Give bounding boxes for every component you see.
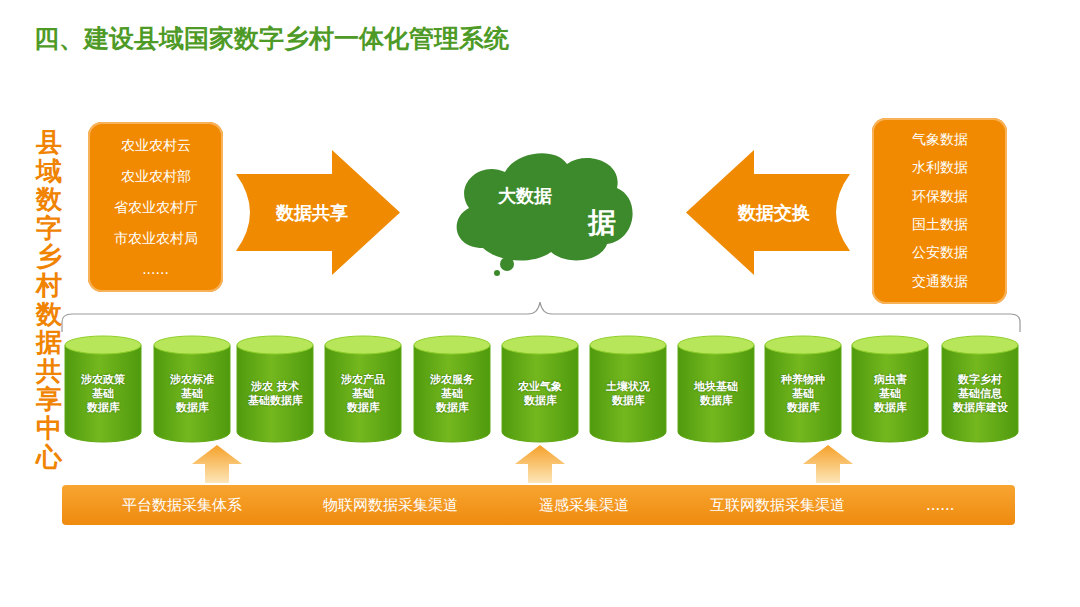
cylinder-top [414, 336, 490, 354]
cylinder-body [154, 345, 230, 442]
cylinder-body [678, 345, 754, 442]
database-name: 数字乡村 基础信息 数据库建设 [953, 373, 1008, 414]
cloud-bubble [500, 257, 514, 271]
diagram-title: 四、建设县域国家数字乡村一体化管理系统 [34, 22, 509, 55]
exchange-arrow: 数据交换 [686, 150, 850, 275]
external-data-box: 气象数据水利数据环保数据国土数据公安数据交通数据 [872, 118, 1007, 304]
arrow-body [686, 150, 850, 275]
database-name: 涉农服务 基础 数据库 [430, 373, 474, 414]
upload-arrow [803, 445, 853, 483]
cylinder-body [325, 345, 401, 442]
node-text: 大数据 [498, 184, 552, 208]
arrow-body [236, 150, 400, 275]
collection-band: 平台数据采集体系 物联网数据采集渠道 遥感采集渠道 互联网数据采集渠道...... [62, 485, 1015, 525]
cylinder-top [765, 336, 841, 354]
node-text: 遥感采集渠道 [539, 496, 629, 515]
title-wrap: 四、建设县域国家数字乡村一体化管理系统 [34, 22, 509, 55]
cylinder-top [942, 336, 1018, 354]
database-cylinder: 农业气象 数据库 [501, 335, 579, 443]
grouping-brace [62, 302, 1020, 332]
node-text: 国土数据 [912, 216, 968, 234]
cylinder-top [65, 336, 141, 354]
cylinder-top [678, 336, 754, 354]
cylinder-body [502, 345, 578, 442]
cylinder-body [65, 345, 141, 442]
node-text: ...... [142, 261, 169, 277]
cylinder-body [942, 345, 1018, 442]
database-name: 涉农 技术 基础数据库 [248, 380, 303, 408]
database-cylinder: 土壤状况 数据库 [589, 335, 667, 443]
cylinder-top [590, 336, 666, 354]
node-text: 互联网数据采集渠道 [710, 496, 845, 515]
database-name: 地块基础 数据库 [694, 380, 738, 408]
node-text: ...... [926, 496, 955, 514]
cloud-bubble [494, 270, 500, 276]
database-cylinder: 种养物种 基础 数据库 [764, 335, 842, 443]
database-name: 涉农政策 基础 数据库 [81, 373, 125, 414]
cylinder-top [237, 336, 313, 354]
cylinder-body [237, 345, 313, 442]
upload-arrow [192, 445, 242, 483]
side-label: 县域数字乡村数据共享中心 [36, 128, 62, 471]
cylinder-top [154, 336, 230, 354]
database-cylinder: 数字乡村 基础信息 数据库建设 [941, 335, 1019, 443]
node-text: 公安数据 [912, 244, 968, 262]
cylinder-body [414, 345, 490, 442]
node-text: 水利数据 [912, 159, 968, 177]
database-name: 病虫害 基础 数据库 [874, 373, 907, 414]
share-arrow: 数据共享 [236, 150, 400, 275]
cloud-outline [457, 153, 633, 260]
node-text: 环保数据 [912, 188, 968, 206]
database-cylinder: 涉农 技术 基础数据库 [236, 335, 314, 443]
node-text: 据 [588, 204, 616, 242]
cylinder-body [590, 345, 666, 442]
database-name: 农业气象 数据库 [518, 380, 562, 408]
node-text: 交通数据 [912, 273, 968, 291]
database-name: 土壤状况 数据库 [606, 380, 650, 408]
database-cylinder: 涉农政策 基础 数据库 [64, 335, 142, 443]
label-wrap: 县域数字乡村数据共享中心 [36, 128, 62, 471]
database-cylinder: 地块基础 数据库 [677, 335, 755, 443]
cylinder-body [852, 345, 928, 442]
big-data-cloud: 大数据据 [445, 148, 640, 276]
node-text: 省农业农村厅 [114, 199, 198, 217]
database-cylinder: 涉农产品 基础 数据库 [324, 335, 402, 443]
database-cylinder: 涉农标准 基础 数据库 [153, 335, 231, 443]
node-text: 农业农村云 [121, 137, 191, 155]
cylinder-top [502, 336, 578, 354]
upload-arrow [515, 445, 565, 483]
database-name: 涉农产品 基础 数据库 [341, 373, 385, 414]
node-text: 数据交换 [738, 201, 810, 225]
node-text: 市农业农村局 [114, 230, 198, 248]
database-cylinder: 涉农服务 基础 数据库 [413, 335, 491, 443]
database-name: 种养物种 基础 数据库 [781, 373, 825, 414]
cylinder-top [325, 336, 401, 354]
source-box: 农业农村云农业农村部省农业农村厅市农业农村局...... [88, 122, 223, 292]
cylinder-body [765, 345, 841, 442]
database-cylinder: 病虫害 基础 数据库 [851, 335, 929, 443]
node-text: 农业农村部 [121, 168, 191, 186]
node-text: 气象数据 [912, 131, 968, 149]
cylinder-top [852, 336, 928, 354]
node-text: 数据共享 [276, 201, 348, 225]
node-text: 平台数据采集体系 [122, 496, 242, 515]
node-text: 物联网数据采集渠道 [323, 496, 458, 515]
database-name: 涉农标准 基础 数据库 [170, 373, 214, 414]
